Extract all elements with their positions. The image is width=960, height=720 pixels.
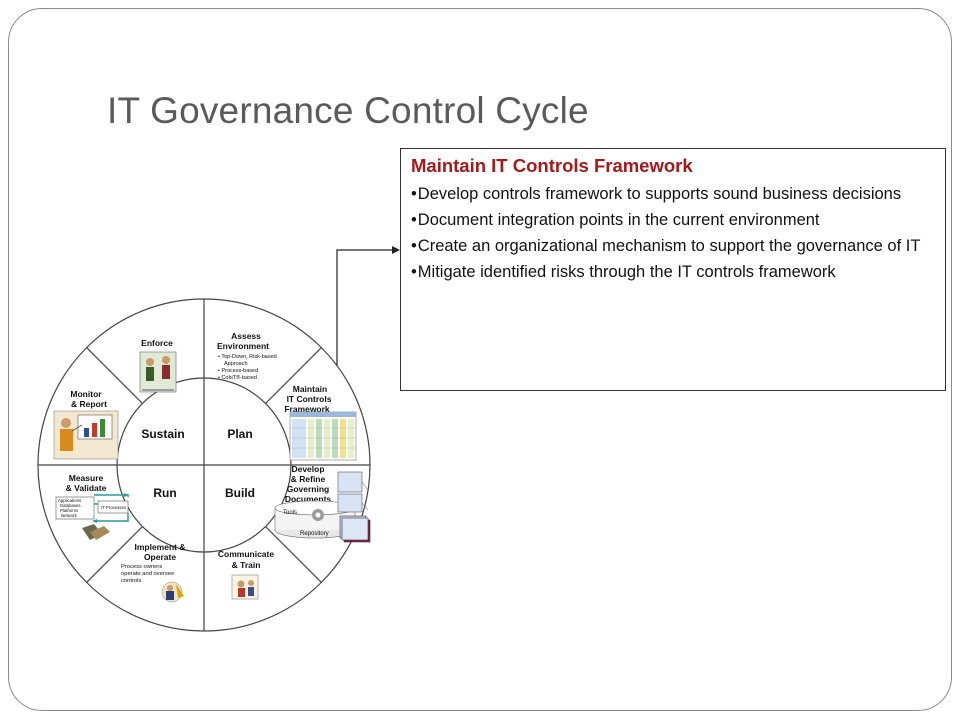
implement-note-3: controls — [121, 578, 141, 584]
training-icon — [231, 574, 259, 600]
quadrant-sustain: Sustain — [141, 427, 184, 441]
enforce-people-icon — [139, 351, 177, 393]
tools-label: Tools — [283, 510, 297, 516]
segment-monitor-label-2: & Report — [71, 399, 107, 409]
assess-bullet-3: • Process-based — [218, 368, 258, 374]
quadrant-build: Build — [225, 486, 255, 500]
segment-assess-label-1: Assess — [231, 331, 261, 341]
segment-maintain-label-3: Framework — [284, 404, 330, 414]
segment-implement-label-1: Implement & — [134, 542, 185, 552]
assess-bullet-1: • Top-Down, Risk-based — [218, 354, 277, 360]
connector-arrowhead — [392, 246, 400, 254]
implement-note-2: operate and oversee — [121, 571, 174, 577]
bullet-icon: • — [411, 237, 417, 255]
measure-box1-line1: Applications — [58, 498, 81, 503]
divider-nw — [86, 347, 143, 404]
divider-se — [265, 526, 322, 583]
implement-note-1: Process owners — [121, 564, 162, 570]
segment-monitor-label-1: Monitor — [70, 389, 102, 399]
segment-maintain-label-2: IT Controls — [287, 394, 332, 404]
documents-stack-icon — [337, 471, 371, 543]
repository-label: Repository — [300, 531, 329, 537]
measure-box1-line2: Databases — [60, 503, 81, 508]
segment-assess-label-2: Environment — [217, 341, 269, 351]
bullet-icon: • — [411, 185, 417, 203]
segment-develop-label-3: Governing — [287, 484, 330, 494]
controls-spreadsheet-icon — [289, 411, 357, 461]
segment-implement-label-2: Operate — [144, 552, 176, 562]
quadrant-run: Run — [153, 486, 176, 500]
segment-measure-label-1: Measure — [69, 473, 104, 483]
measure-box1-line4: Network — [61, 513, 78, 518]
segment-measure-label-2: & Validate — [66, 483, 107, 493]
bullet-icon: • — [411, 211, 417, 229]
segment-maintain-label-1: Maintain — [293, 384, 327, 394]
segment-develop-label-2: & Refine — [291, 474, 326, 484]
measure-box2-label: IT Processes — [101, 505, 126, 510]
segment-develop-label-4: Documents — [285, 494, 332, 504]
segment-enforce-label: Enforce — [141, 338, 173, 348]
presenter-icon — [53, 410, 119, 460]
operator-icon — [161, 581, 184, 603]
divider-sw — [86, 526, 143, 583]
segment-communicate-label-1: Communicate — [218, 549, 274, 559]
measure-box1-line3: Platforms — [60, 508, 78, 513]
assess-bullet-2: Approach — [224, 361, 248, 367]
callout-item: •Mitigate identified risks through the I… — [411, 263, 836, 281]
callout-item: •Develop controls framework to supports … — [411, 185, 902, 203]
maintain-controls-callout: Maintain IT Controls Framework •Develop … — [400, 148, 946, 391]
segment-develop-label-1: Develop — [291, 464, 324, 474]
callout-heading: Maintain IT Controls Framework — [411, 155, 693, 176]
assess-bullet-4: • CobiT®-based — [218, 374, 257, 381]
callout-item: •Document integration points in the curr… — [411, 211, 820, 229]
slide-title: IT Governance Control Cycle — [107, 90, 589, 131]
segment-communicate-label-2: & Train — [232, 560, 261, 570]
handshake-icon — [82, 524, 110, 540]
quadrant-plan: Plan — [227, 427, 252, 441]
callout-item: •Create an organizational mechanism to s… — [411, 237, 921, 255]
divider-ne — [265, 347, 322, 404]
connector-line — [336, 249, 392, 392]
measure-boxes — [55, 493, 129, 523]
bullet-icon: • — [411, 263, 417, 281]
